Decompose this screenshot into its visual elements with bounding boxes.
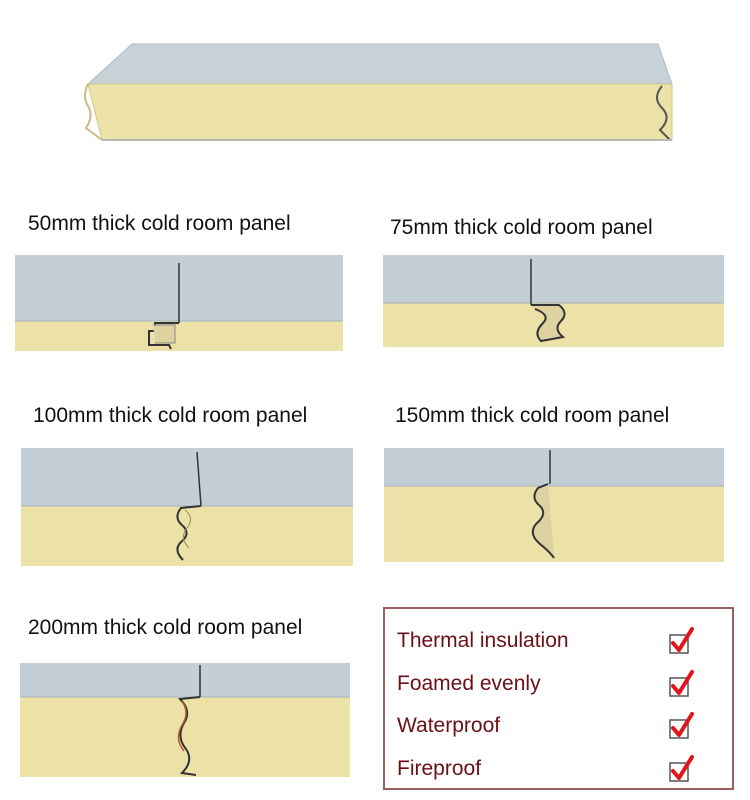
red-checkbox-icon <box>669 712 694 739</box>
features-box: Thermal insulation Foamed evenly Waterpr… <box>383 607 734 790</box>
red-checkbox-icon <box>669 670 694 697</box>
panel-75mm-image <box>383 255 724 347</box>
panel-50mm-label: 50mm thick cold room panel <box>28 212 291 235</box>
feature-row-fireproof: Fireproof <box>397 751 720 787</box>
red-checkbox-icon <box>669 755 694 782</box>
feature-label: Fireproof <box>397 757 482 780</box>
panel-150mm-image <box>384 448 724 562</box>
feature-label: Thermal insulation <box>397 629 569 652</box>
panel-100mm-image <box>21 448 353 566</box>
feature-row-foamed-evenly: Foamed evenly <box>397 666 720 702</box>
panel-150mm-label: 150mm thick cold room panel <box>395 404 670 427</box>
feature-row-thermal-insulation: Thermal insulation <box>397 623 720 659</box>
panel-200mm-label: 200mm thick cold room panel <box>28 616 303 639</box>
red-checkbox-icon <box>669 627 694 654</box>
panel-100mm-label: 100mm thick cold room panel <box>33 404 308 427</box>
hero-panel-image <box>80 36 680 148</box>
panel-200mm-image <box>20 663 350 777</box>
feature-label: Foamed evenly <box>397 672 541 695</box>
feature-label: Waterproof <box>397 714 501 737</box>
hero-panel-svg <box>84 43 673 141</box>
feature-row-waterproof: Waterproof <box>397 708 720 744</box>
panel-50mm-image <box>15 255 343 351</box>
panel-75mm-label: 75mm thick cold room panel <box>390 216 653 239</box>
